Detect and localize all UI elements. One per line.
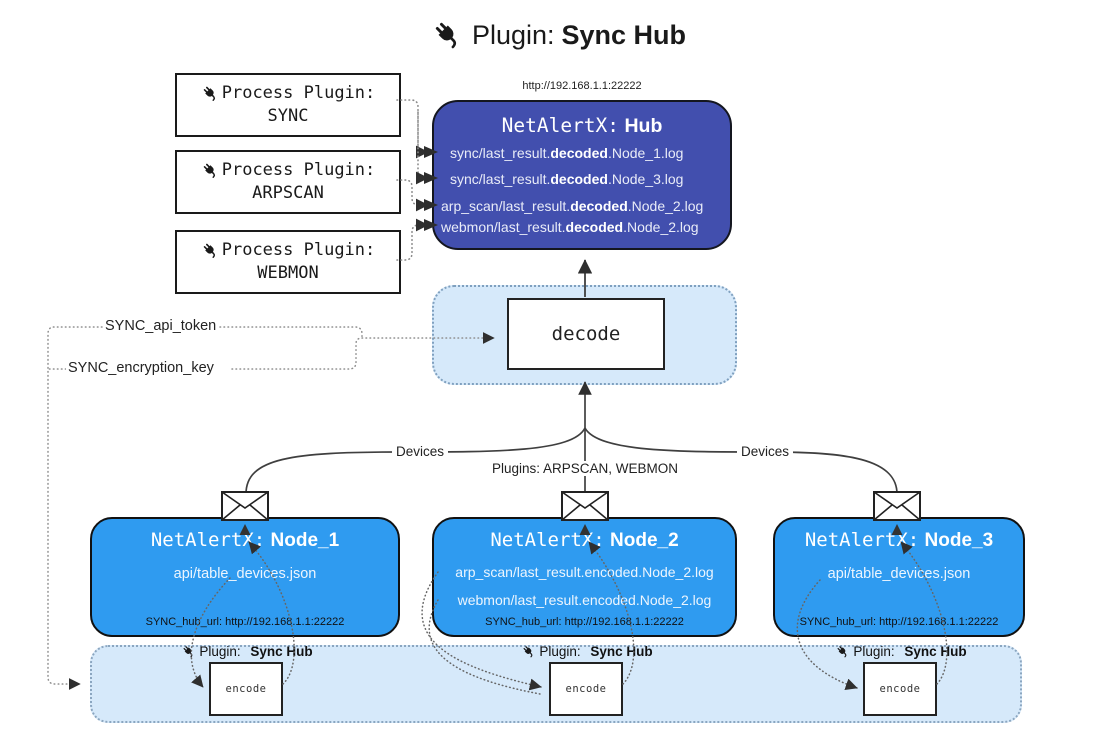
hub-title: NetAlertX: Hub [501,114,663,137]
plug-icon [835,644,850,658]
node-title: NetAlertX: Node_2 [490,529,679,551]
process-plugin-name: ARPSCAN [252,183,324,203]
node-title: NetAlertX: Node_3 [804,529,994,551]
decode-container: decode [432,285,737,385]
hub-box: NetAlertX: Hub sync/last_result.decoded.… [432,100,732,250]
band-plugin-label: Plugin: Sync Hub [835,644,967,659]
node-file: api/table_devices.json [173,566,317,582]
node-hub-url: SYNC_hub_url: http://192.168.1.1:22222 [799,616,999,628]
title-prefix: Plugin: [471,19,555,50]
title-name: Sync Hub [561,19,687,50]
plug-icon [181,644,196,658]
plug-icon [521,644,536,658]
encode-box: encode [549,662,623,716]
hub-log-entry: webmon/last_result.decoded.Node_2.log [441,219,699,235]
plug-icon [201,84,219,102]
process-plugin-label: Process Plugin: [221,160,376,181]
node-file: webmon/last_result.encoded.Node_2.log [457,592,712,608]
page-title: Plugin: Sync Hub [0,18,1117,52]
edge-label-devices-right: Devices [736,444,794,459]
band-plugin-label: Plugin: Sync Hub [521,644,653,659]
node-file: arp_scan/last_result.encoded.Node_2.log [455,564,714,580]
edge-label-plugins: Plugins: ARPSCAN, WEBMON [487,461,683,476]
encode-box: encode [209,662,283,716]
hub-log-entry: arp_scan/last_result.decoded.Node_2.log [441,198,704,214]
sync-encryption-key-label: SYNC_encryption_key [66,360,216,376]
node-file: api/table_devices.json [827,566,971,582]
hub-log-entry: sync/last_result.decoded.Node_3.log [450,171,684,187]
process-plugin-box-webmon: Process Plugin: WEBMON [175,230,401,294]
envelope-icon [561,491,609,521]
node-hub-url: SYNC_hub_url: http://192.168.1.1:22222 [145,616,345,628]
node-box-3: NetAlertX: Node_3 api/table_devices.json… [773,517,1025,637]
process-plugin-name: SYNC [267,106,309,126]
process-plugin-name: WEBMON [257,263,319,283]
process-plugin-box-arpscan: Process Plugin: ARPSCAN [175,150,401,214]
nodes-to-decode-edges [245,381,898,495]
node-box-1: NetAlertX: Node_1 api/table_devices.json… [90,517,400,637]
envelope-icon [873,491,921,521]
plug-icon [432,19,463,50]
node-box-2: NetAlertX: Node_2 arp_scan/last_result.e… [432,517,737,637]
process-plugin-label: Process Plugin: [221,83,376,104]
plug-icon [201,241,219,259]
node-hub-url: SYNC_hub_url: http://192.168.1.1:22222 [485,616,684,628]
plug-icon [201,161,219,179]
band-plugin-label: Plugin: Sync Hub [181,644,313,659]
hub-log-entry: sync/last_result.decoded.Node_1.log [450,145,684,161]
hub-url: http://192.168.1.1:22222 [522,80,642,92]
envelope-icon [221,491,269,521]
process-plugin-label: Process Plugin: [221,240,376,261]
sync-api-token-label: SYNC_api_token [103,318,219,334]
process-plugin-box-sync: Process Plugin: SYNC [175,73,401,137]
edge-label-devices-left: Devices [391,444,449,459]
encode-box: encode [863,662,937,716]
plugin-to-hub-connectors [396,99,429,261]
node-title: NetAlertX: Node_1 [150,529,340,551]
decode-box: decode [507,298,665,370]
